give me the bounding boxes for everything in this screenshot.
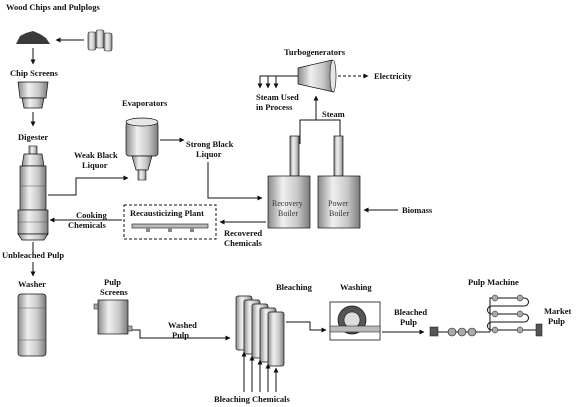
label-bleaching-chem: Bleaching Chemicals [214, 394, 290, 404]
label-strong-black-2: Liquor [196, 149, 222, 159]
label-weak-black-1: Weak Black [74, 150, 118, 160]
label-washed-1: Washed [168, 320, 197, 330]
chip-screens-equipment [17, 81, 49, 109]
arrow-bleaching-to-washing [286, 321, 327, 333]
turbogenerator-equipment [297, 59, 337, 93]
recaust-plant-equipment [131, 223, 209, 232]
label-chip-screens: Chip Screens [10, 68, 58, 78]
pulp-machine-equipment [429, 294, 543, 337]
label-washing: Washing [340, 282, 372, 292]
bleaching-chemical-arrows [241, 351, 279, 392]
label-recovered-1: Recovered [224, 228, 262, 238]
label-pulp-screens-2: Screens [100, 287, 128, 297]
label-biomass: Biomass [402, 205, 433, 215]
label-steam: Steam [322, 109, 345, 119]
arrow-steam-to-turbo [299, 96, 341, 144]
label-cooking-1: Cooking [76, 210, 107, 220]
pulplogs-icon [87, 29, 113, 52]
arrow-strong-to-recovery [207, 162, 263, 201]
label-strong-black-1: Strong Black [186, 139, 234, 149]
label-digester: Digester [18, 132, 48, 142]
bleaching-towers-equipment [235, 295, 285, 367]
label-market-2: Pulp [548, 316, 565, 326]
label-pulp-machine: Pulp Machine [468, 277, 519, 287]
label-wood-chips: Wood Chips and Pulplogs [6, 2, 100, 12]
label-bleached-1: Bleached [394, 307, 427, 317]
evaporators-equipment [125, 117, 159, 181]
label-steam-used-2: in Process [256, 102, 293, 112]
label-washed-2: Pulp [172, 330, 189, 340]
label-recovered-2: Chemicals [224, 238, 262, 248]
steam-header-line [259, 75, 298, 88]
label-power-2: Boiler [329, 209, 349, 218]
label-power-1: Power [328, 199, 349, 208]
label-bleached-2: Pulp [400, 317, 417, 327]
arrow-screens-to-bleaching [132, 329, 231, 341]
washer-equipment [17, 293, 47, 357]
label-washer: Washer [18, 279, 46, 289]
label-recovery-2: Boiler [278, 209, 298, 218]
label-recovery-1: Recovery [272, 199, 303, 208]
digester-equipment [17, 145, 49, 241]
recaust-plant-box [123, 204, 217, 240]
arrow-weak-black-liquor [48, 175, 129, 196]
pulp-screens-equipment [93, 299, 133, 335]
label-bleaching: Bleaching [276, 282, 313, 292]
washing-drum-equipment [329, 301, 381, 341]
label-electricity: Electricity [374, 71, 413, 81]
label-steam-used-1: Steam Used [256, 92, 299, 102]
label-unbleached-pulp: Unbleached Pulp [2, 250, 64, 260]
recovery-boiler-equipment [267, 135, 311, 229]
label-recaust: Recausticizing Plant [130, 208, 204, 218]
label-market-1: Market [544, 306, 572, 316]
power-boiler-equipment [317, 135, 361, 229]
label-cooking-2: Chemicals [68, 220, 106, 230]
label-weak-black-2: Liquor [82, 160, 108, 170]
label-evaporators: Evaporators [122, 98, 168, 108]
wood-chips-pile [16, 31, 50, 44]
label-pulp-screens-1: Pulp [104, 277, 121, 287]
label-turbogenerators: Turbogenerators [284, 47, 346, 57]
